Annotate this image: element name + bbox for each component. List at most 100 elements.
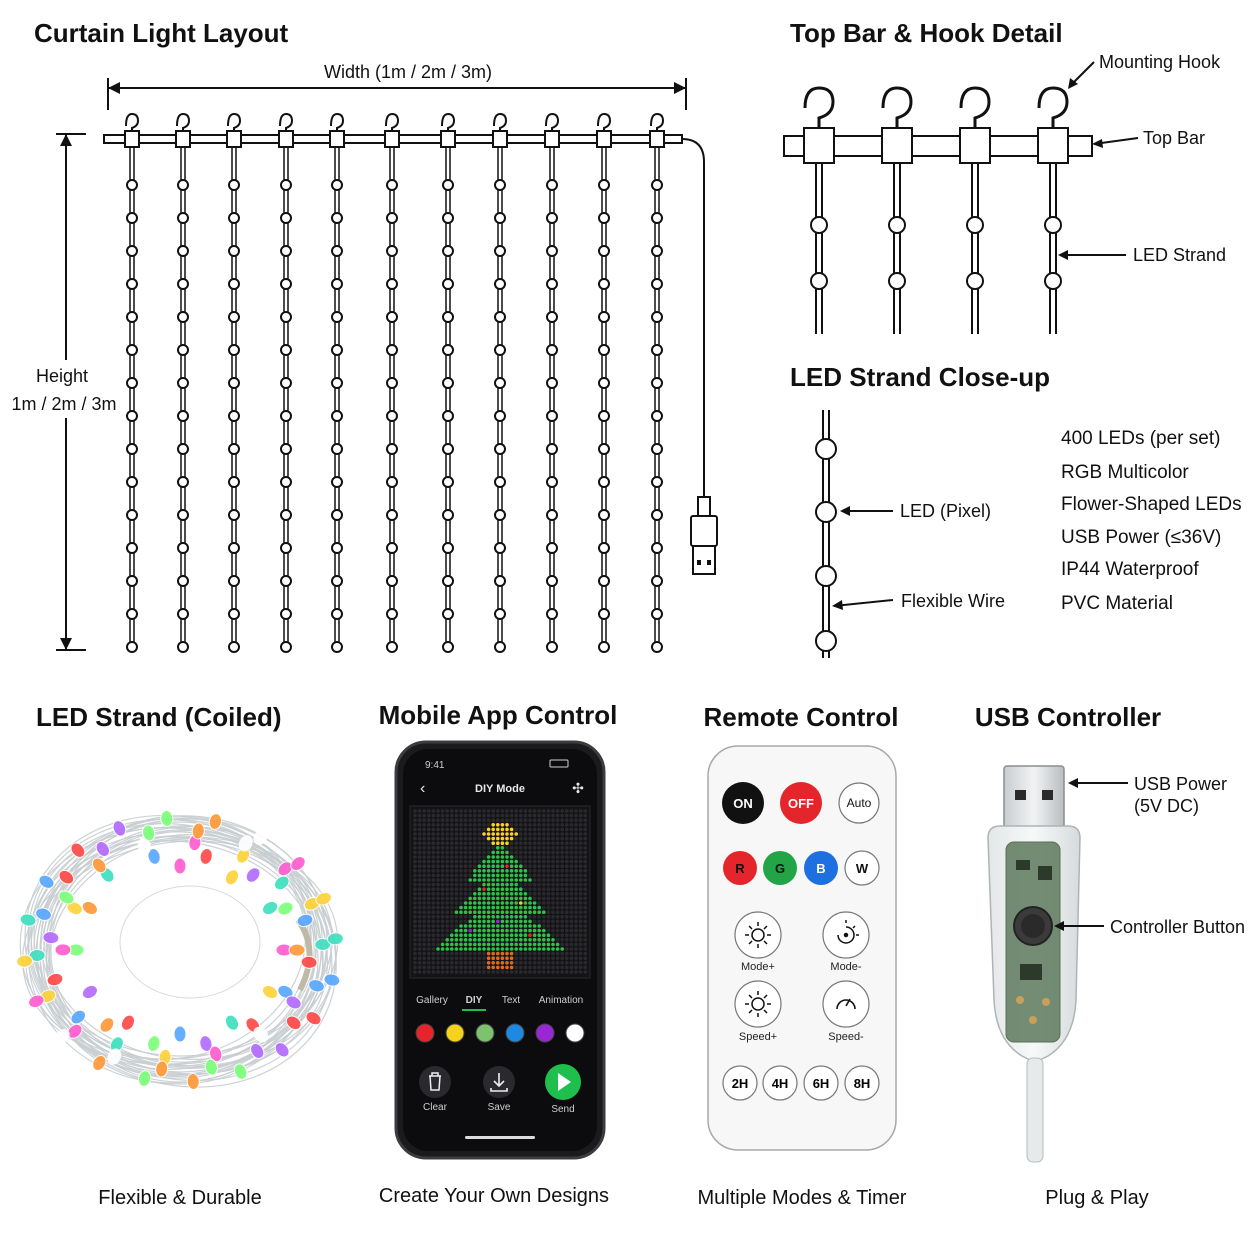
pixel-dot [569, 956, 574, 960]
led-bead [546, 509, 558, 521]
mode-minus-button[interactable] [822, 911, 870, 959]
pixel-dot [496, 924, 500, 928]
pixel-dot [542, 813, 546, 818]
pixel-dot [440, 905, 445, 910]
pixel-dot [514, 892, 518, 896]
pixel-dot [528, 873, 532, 878]
pixel-dot [491, 813, 496, 818]
pixel-dot [422, 869, 427, 873]
tab-diy[interactable]: DIY [466, 995, 483, 1006]
pixel-dot [537, 864, 541, 868]
led-bead [228, 377, 240, 389]
pixel-dot [440, 841, 445, 845]
red-button[interactable] [723, 851, 757, 885]
pixel-dot [417, 864, 422, 868]
speed-minus-button[interactable] [822, 980, 870, 1028]
pixel-dot [417, 896, 422, 901]
tab-gallery[interactable]: Gallery [416, 995, 448, 1006]
pixel-dot [440, 873, 445, 878]
settings-icon[interactable]: ✣ [572, 780, 584, 796]
coil-led-bead [142, 824, 156, 842]
clear-button[interactable] [419, 1066, 451, 1098]
pixel-dot [427, 864, 431, 868]
pixel-dot [468, 855, 473, 859]
pixel-dot [532, 938, 537, 942]
pixel-dot [482, 873, 486, 878]
hook-clip [803, 127, 835, 164]
controller-button-arrowhead [1054, 921, 1064, 931]
back-chevron-icon[interactable]: ‹ [420, 780, 425, 797]
pixel-dot [468, 942, 473, 947]
pixel-dot [463, 961, 468, 965]
pixel-dot [500, 933, 505, 937]
pixel-dot [560, 878, 564, 882]
blue-label: B [816, 861, 825, 876]
pixel-dot [468, 818, 473, 822]
pixel-dot [491, 836, 496, 841]
pixel-dot [528, 915, 532, 919]
pixel-dot [542, 864, 546, 868]
pixel-dot [528, 910, 532, 914]
tab-text[interactable]: Text [502, 995, 521, 1006]
led-bead [126, 245, 138, 257]
led-bead [494, 311, 506, 323]
pixel-dot [551, 869, 555, 873]
pixel-dot [505, 910, 509, 914]
pixel-dot [436, 951, 440, 956]
coil-wire-loop [45, 815, 315, 1083]
pixel-dot [578, 928, 583, 933]
pixel-dot [454, 882, 459, 887]
timer-8h-button[interactable] [844, 1065, 880, 1101]
pixel-dot [413, 928, 417, 933]
pixel-dot [560, 859, 564, 864]
pixel-dot [537, 882, 541, 887]
led-bead [177, 608, 189, 620]
closeup-title: LED Strand Close-up [790, 362, 1050, 392]
led-bead [228, 575, 240, 587]
blue-button[interactable] [804, 851, 838, 885]
pixel-dot [528, 859, 532, 864]
pixel-dot [436, 942, 440, 947]
pixel-dot [413, 965, 417, 970]
pixel-dot [450, 850, 454, 855]
pixel-dot [413, 818, 417, 822]
detail-led [810, 216, 828, 234]
pixel-dot [514, 832, 518, 836]
pixel-dot [450, 873, 454, 878]
pixel-dot [427, 910, 431, 914]
tab-animation[interactable]: Animation [539, 995, 583, 1006]
led-canvas[interactable] [409, 805, 591, 979]
pixel-dot [583, 956, 587, 960]
pixel-dot [445, 938, 450, 942]
pixel-dot [450, 878, 454, 882]
timer-4h-button[interactable] [762, 1065, 798, 1101]
pixel-dot [436, 924, 440, 928]
pixel-dot [500, 928, 505, 933]
mode-plus-button[interactable] [734, 911, 782, 959]
pixel-dot [422, 832, 427, 836]
pixel-dot [514, 956, 518, 960]
pixel-dot [583, 809, 587, 813]
pixel-dot [555, 901, 560, 905]
auto-button[interactable] [838, 782, 880, 824]
pixel-dot [413, 827, 417, 832]
timer-2h-button[interactable] [722, 1065, 758, 1101]
pixel-dot [505, 942, 509, 947]
green-button[interactable] [763, 851, 797, 885]
pixel-dot [555, 938, 560, 942]
pixel-dot [422, 878, 427, 882]
phone-status-time: 9:41 [425, 760, 445, 771]
pixel-dot [427, 965, 431, 970]
white-button[interactable] [844, 850, 880, 886]
pixel-dot [445, 827, 450, 832]
pixel-dot [468, 938, 473, 942]
speed-plus-button[interactable] [734, 980, 782, 1028]
pixel-dot [583, 878, 587, 882]
pixel-grid[interactable] [413, 809, 587, 974]
curtain-usb-plug [692, 545, 716, 575]
off-button[interactable] [780, 782, 822, 824]
timer-6h-button[interactable] [803, 1065, 839, 1101]
pixel-dot [431, 901, 436, 905]
pixel-dot [519, 910, 523, 914]
on-button[interactable] [722, 782, 764, 824]
